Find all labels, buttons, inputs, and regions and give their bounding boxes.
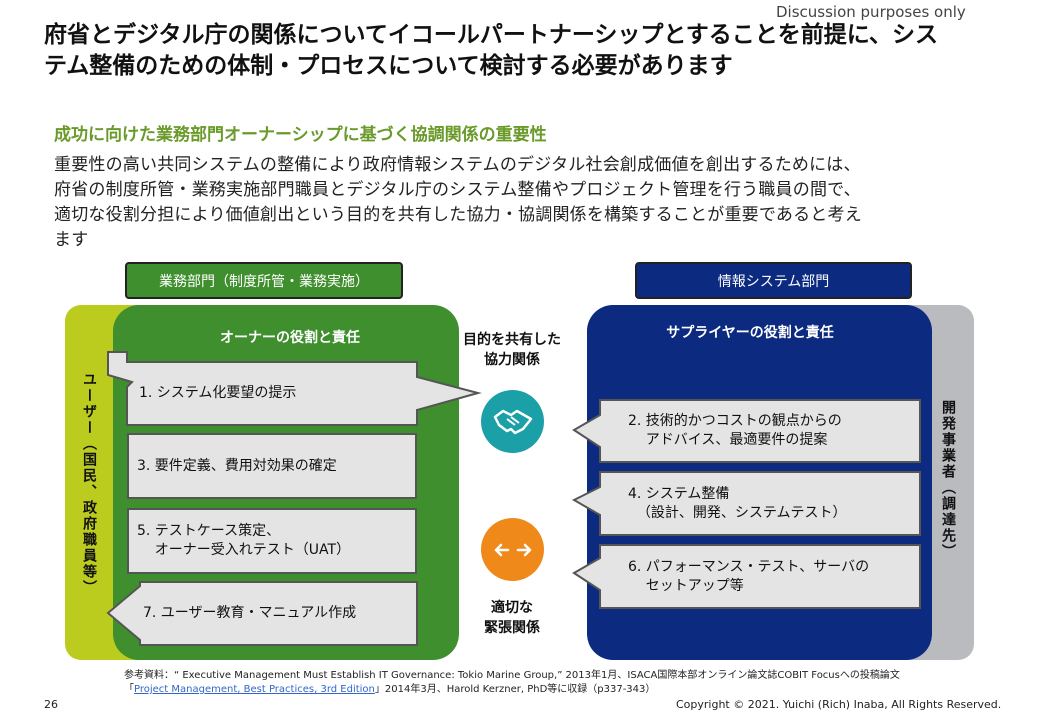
- user-side-label: ユーザー（国民、政府職員等）: [81, 372, 97, 596]
- cooperation-label-line-2: 協力関係: [484, 352, 540, 368]
- reference-note: 参考資料：“ Executive Management Must Establi…: [124, 669, 900, 697]
- owner-item-7: 7. ユーザー教育・マニュアル作成: [127, 582, 417, 645]
- supplier-item-2-text: 2. 技術的かつコストの観点からの アドバイス、最適要件の提案: [628, 413, 842, 448]
- owner-item-7-text: 7. ユーザー教育・マニュアル作成: [143, 605, 357, 621]
- reference-line-2: 「Project Management, Best Practices, 3rd…: [124, 683, 900, 697]
- handshake-icon: [481, 390, 544, 453]
- reference-line-1: 参考資料：“ Executive Management Must Establi…: [124, 670, 900, 681]
- reference-prefix: 「: [124, 684, 134, 695]
- owner-item-3: 3. 要件定義、費用対効果の確定: [127, 433, 417, 499]
- cooperation-label-line-1: 目的を共有した: [463, 332, 561, 348]
- intro-line-4: ます: [54, 230, 89, 250]
- vendor-side-label: 開発事業者（調達先）: [940, 400, 956, 560]
- owner-item-5: 5. テストケース策定、 オーナー受入れテスト（UAT）: [127, 508, 417, 574]
- owner-arrow-7: [106, 581, 418, 646]
- intro-line-1: 重要性の高い共同システムの整備により政府情報システムのデジタル社会創成価値を創出…: [54, 155, 861, 175]
- intro-paragraph: 重要性の高い共同システムの整備により政府情報システムのデジタル社会創成価値を創出…: [54, 153, 1014, 253]
- tension-label-line-2: 緊張関係: [484, 620, 540, 636]
- owner-arrow-1: [107, 351, 482, 426]
- title-line-2: テム整備のための体制・プロセスについて検討する必要があります: [44, 53, 733, 79]
- discussion-note: Discussion purposes only: [776, 3, 966, 21]
- tension-label-line-1: 適切な: [491, 600, 533, 616]
- cooperation-label: 目的を共有した 協力関係: [462, 330, 562, 370]
- owner-item-3-text: 3. 要件定義、費用対効果の確定: [137, 457, 337, 474]
- it-dept-header: 情報システム部門: [635, 262, 912, 299]
- reference-book-link[interactable]: Project Management, Best Practices, 3rd …: [134, 684, 375, 695]
- supplier-arrow-6: [572, 544, 921, 609]
- business-dept-header: 業務部門（制度所管・業務実施）: [125, 262, 403, 299]
- supplier-arrow-4: [571, 471, 921, 536]
- supplier-panel-title: サプライヤーの役割と責任: [666, 325, 834, 341]
- section-subtitle: 成功に向けた業務部門オーナーシップに基づく協調関係の重要性: [54, 125, 547, 145]
- supplier-item-2: 2. 技術的かつコストの観点からの アドバイス、最適要件の提案: [620, 400, 920, 462]
- left-right-arrows-icon: [481, 518, 544, 581]
- reference-suffix: 」2014年3月、Harold Kerzner, PhD等に収録（p337-34…: [374, 684, 656, 695]
- page-number: 26: [44, 698, 58, 711]
- intro-line-2: 府省の制度所管・業務実施部門職員とデジタル庁のシステム整備やプロジェクト管理を行…: [54, 180, 861, 200]
- page-title: 府省とデジタル庁の関係についてイコールパートナーシップとすることを前提に、シス …: [44, 20, 1004, 82]
- title-line-1: 府省とデジタル庁の関係についてイコールパートナーシップとすることを前提に、シス: [44, 22, 939, 48]
- tension-label: 適切な 緊張関係: [462, 598, 562, 638]
- owner-item-1-text: 1. システム化要望の提示: [139, 385, 297, 401]
- supplier-item-6: 6. パフォーマンス・テスト、サーバの セットアップ等: [620, 545, 920, 608]
- supplier-item-6-text: 6. パフォーマンス・テスト、サーバの セットアップ等: [628, 558, 870, 594]
- supplier-item-4-text: 4. システム整備 （設計、開発、システムテスト）: [628, 485, 847, 521]
- owner-item-1: 1. システム化要望の提示: [127, 362, 417, 425]
- supplier-item-4: 4. システム整備 （設計、開発、システムテスト）: [620, 472, 920, 535]
- intro-line-3: 適切な役割分担により価値創出という目的を共有した協力・協調関係を構築することが重…: [54, 205, 862, 225]
- copyright-notice: Copyright © 2021. Yuichi (Rich) Inaba, A…: [676, 698, 1002, 711]
- owner-item-5-text: 5. テストケース策定、 オーナー受入れテスト（UAT）: [137, 523, 351, 558]
- owner-panel-title: オーナーの役割と責任: [220, 330, 360, 346]
- supplier-arrow-2: [572, 399, 921, 463]
